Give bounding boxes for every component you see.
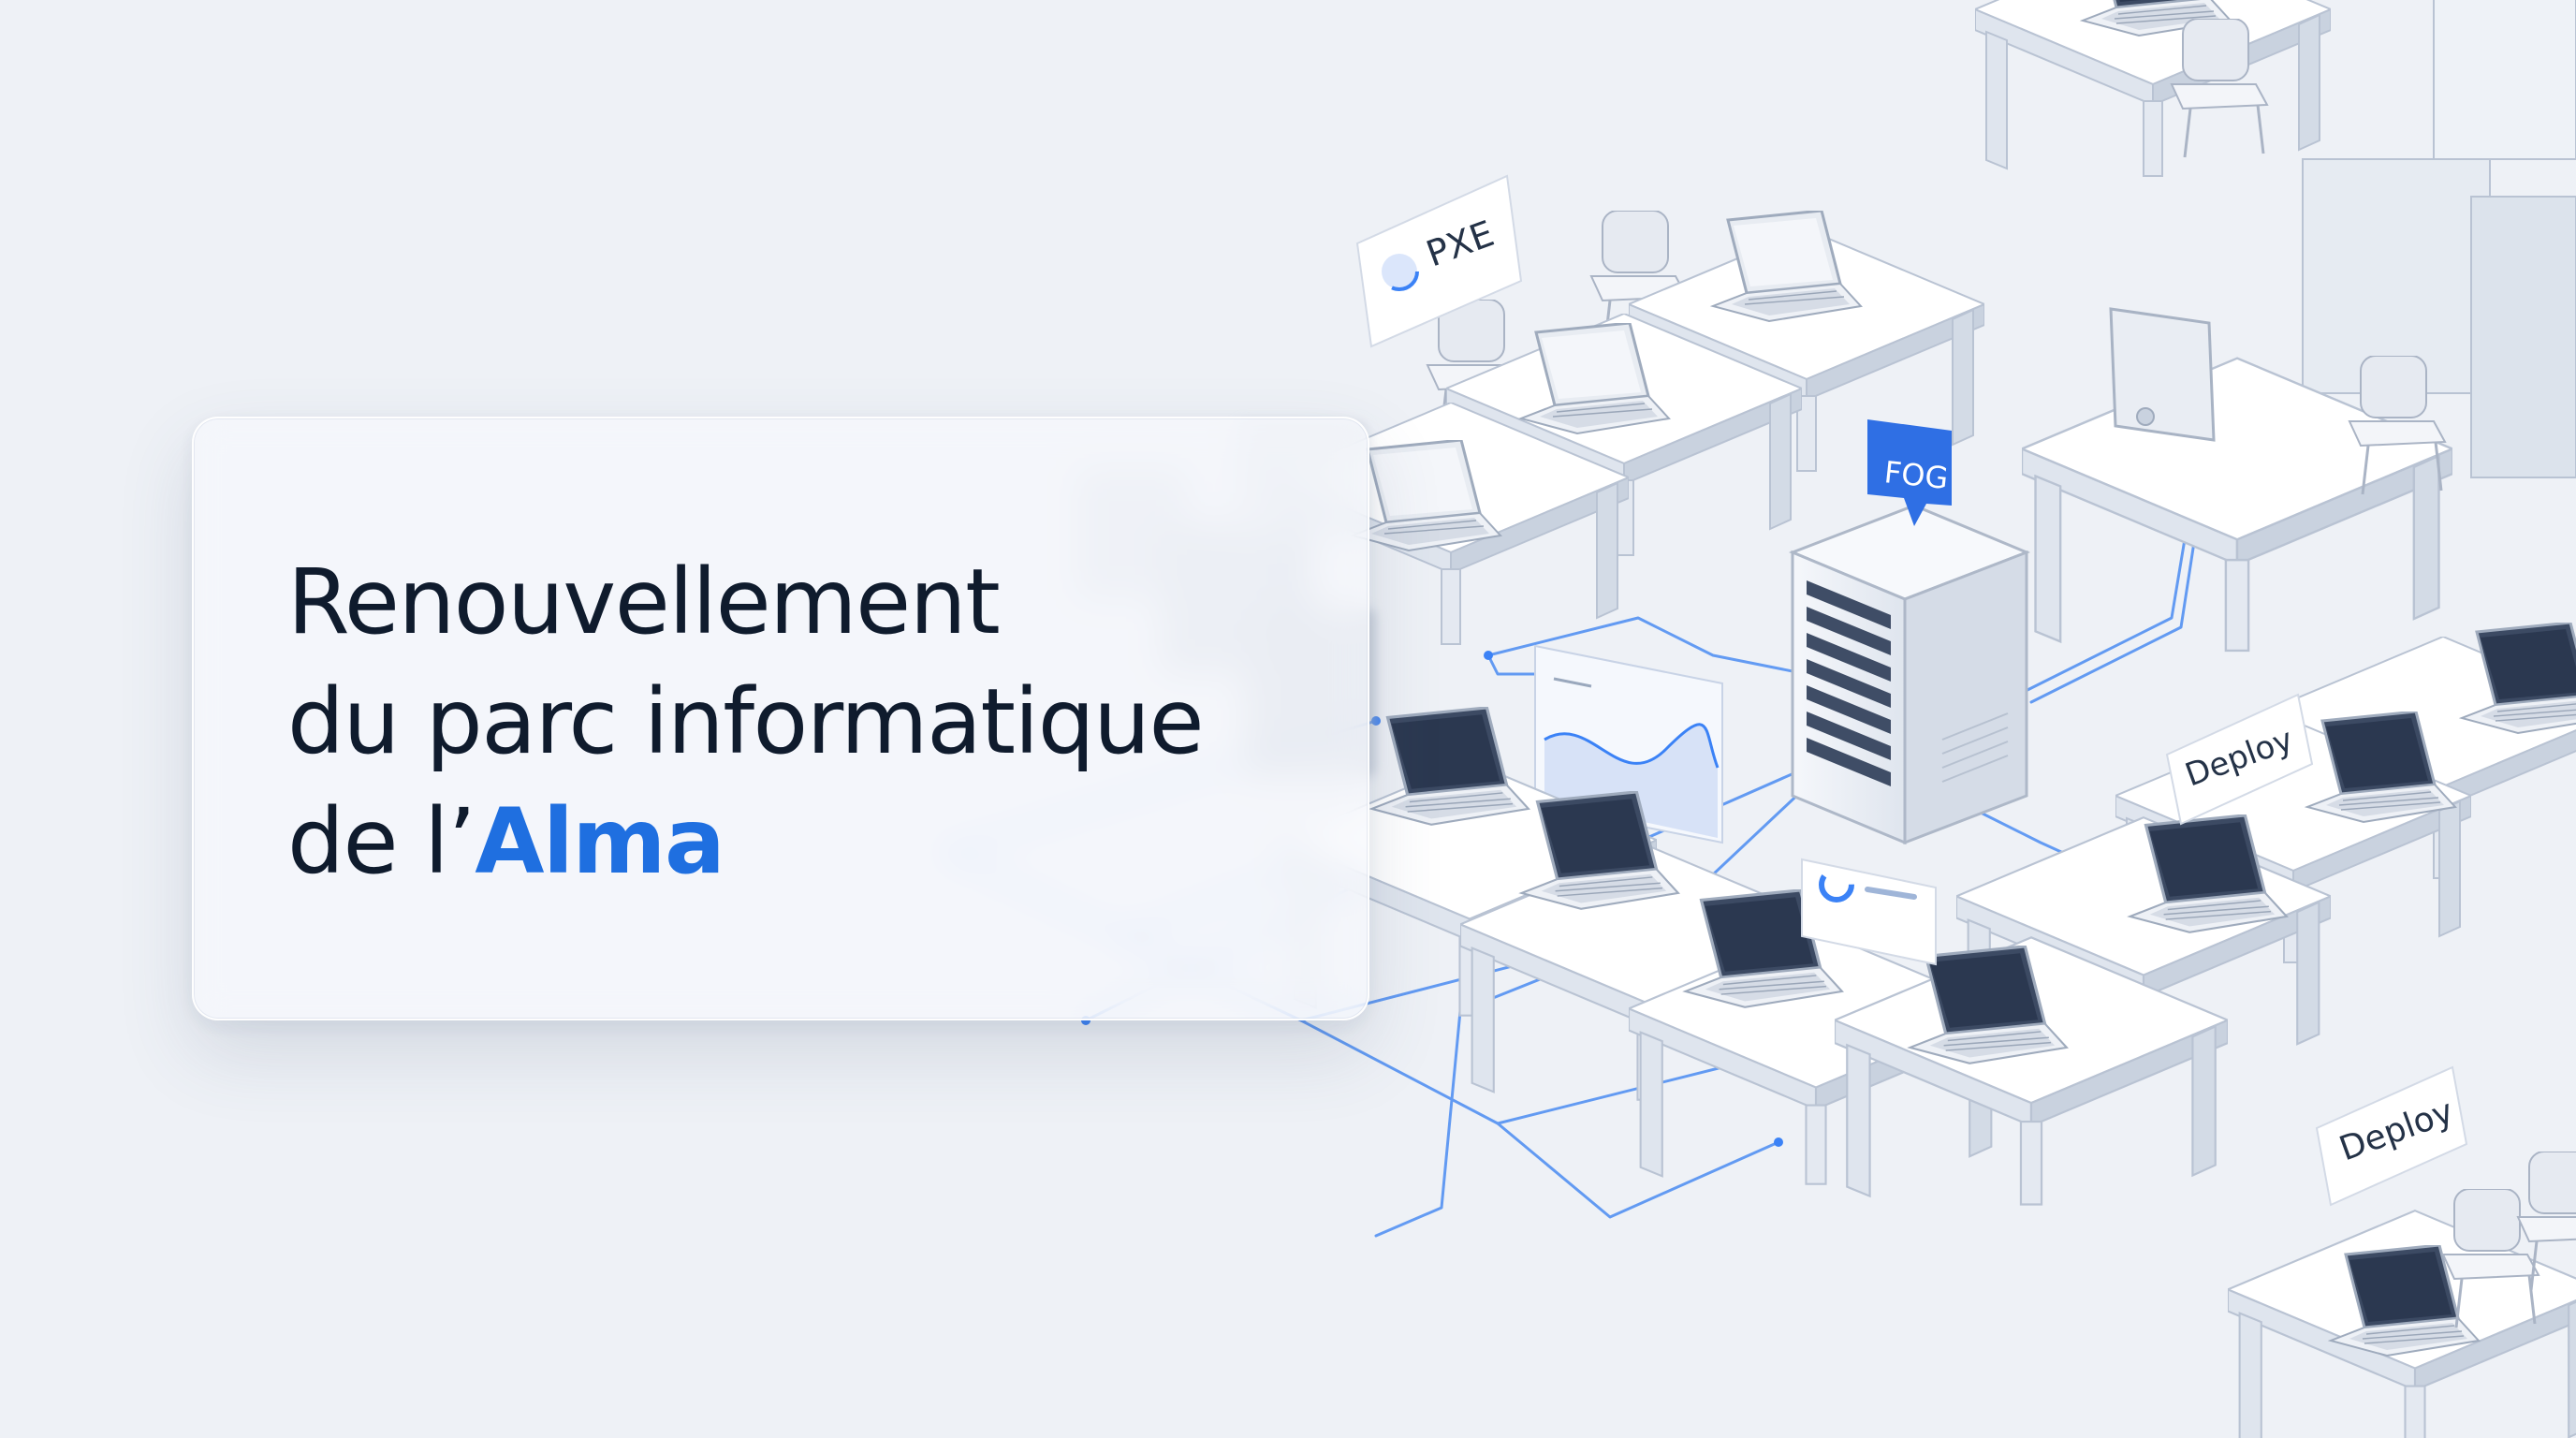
fog-tag-label: FOG	[1882, 454, 1950, 496]
title-line-3-prefix: de l’	[287, 789, 476, 894]
pxe-tag: PXE	[1355, 174, 1523, 348]
server-rack	[1788, 504, 2031, 845]
title-line-2: du parc informatique	[287, 669, 1205, 774]
title-line-3: de l’Alma	[287, 782, 1203, 902]
deploy-tag-2: Deploy	[2315, 1065, 2468, 1207]
title-accent-alma: Alma	[475, 789, 725, 894]
progress-tag	[1801, 858, 1937, 966]
page-title: Renouvellement du parc informatique de l…	[287, 542, 1205, 902]
title-card: Renouvellement du parc informatique de l…	[192, 417, 1369, 1020]
title-line-1: Renouvellement	[287, 550, 1001, 654]
right-workstation	[2022, 307, 2452, 653]
fog-tag: FOG	[1867, 419, 1952, 526]
top-right-office	[1975, 0, 2576, 478]
bottom-right-desk	[2228, 1152, 2576, 1438]
